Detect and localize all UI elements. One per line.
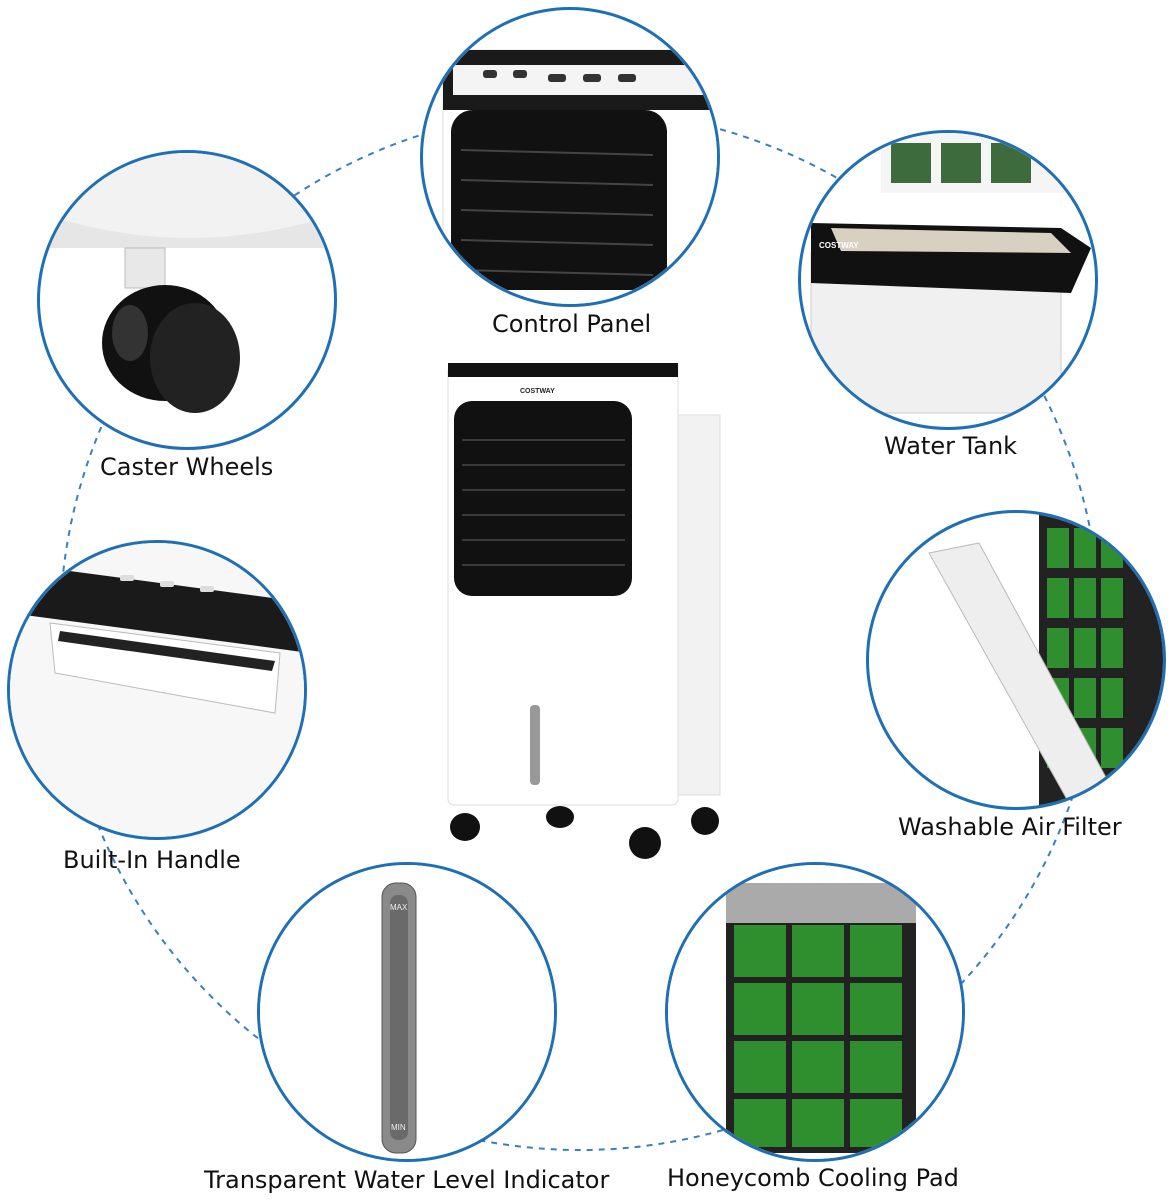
tank-logo-text: COSTWAY (819, 241, 859, 250)
feature-label-water-tank: Water Tank (884, 432, 1018, 460)
caster-wheel-image (40, 153, 334, 413)
product-logo-text: COSTWAY (520, 388, 555, 395)
feature-label-built-in-handle: Built-In Handle (63, 846, 241, 874)
air-cooler-product-image: COSTWAY (447, 363, 721, 859)
feature-label-water-level-indicator: Transparent Water Level Indicator (204, 1166, 610, 1194)
cooling-pad-image (668, 865, 962, 1159)
honeycomb-cooling-pad-circle (665, 862, 965, 1162)
caster-wheels-circle (37, 150, 337, 450)
built-in-handle-circle (7, 540, 307, 840)
min-marker: MIN (391, 1123, 406, 1132)
air-filter-image (928, 513, 1163, 807)
max-marker: MAX (390, 903, 408, 912)
handle-image (10, 543, 304, 837)
feature-label-honeycomb-cooling-pad: Honeycomb Cooling Pad (667, 1164, 959, 1192)
water-tank-circle: COSTWAY (798, 130, 1098, 430)
water-level-indicator-image: MAX MIN (260, 865, 554, 1159)
control-panel-image: COSTWAY (442, 49, 717, 304)
feature-label-washable-air-filter: Washable Air Filter (898, 813, 1122, 841)
water-tank-image: COSTWAY (810, 133, 1095, 414)
washable-air-filter-circle (866, 510, 1166, 810)
feature-label-caster-wheels: Caster Wheels (100, 453, 274, 481)
feature-label-control-panel: Control Panel (492, 310, 652, 338)
control-panel-circle: COSTWAY (420, 7, 720, 307)
water-level-indicator-circle: MAX MIN (257, 862, 557, 1162)
